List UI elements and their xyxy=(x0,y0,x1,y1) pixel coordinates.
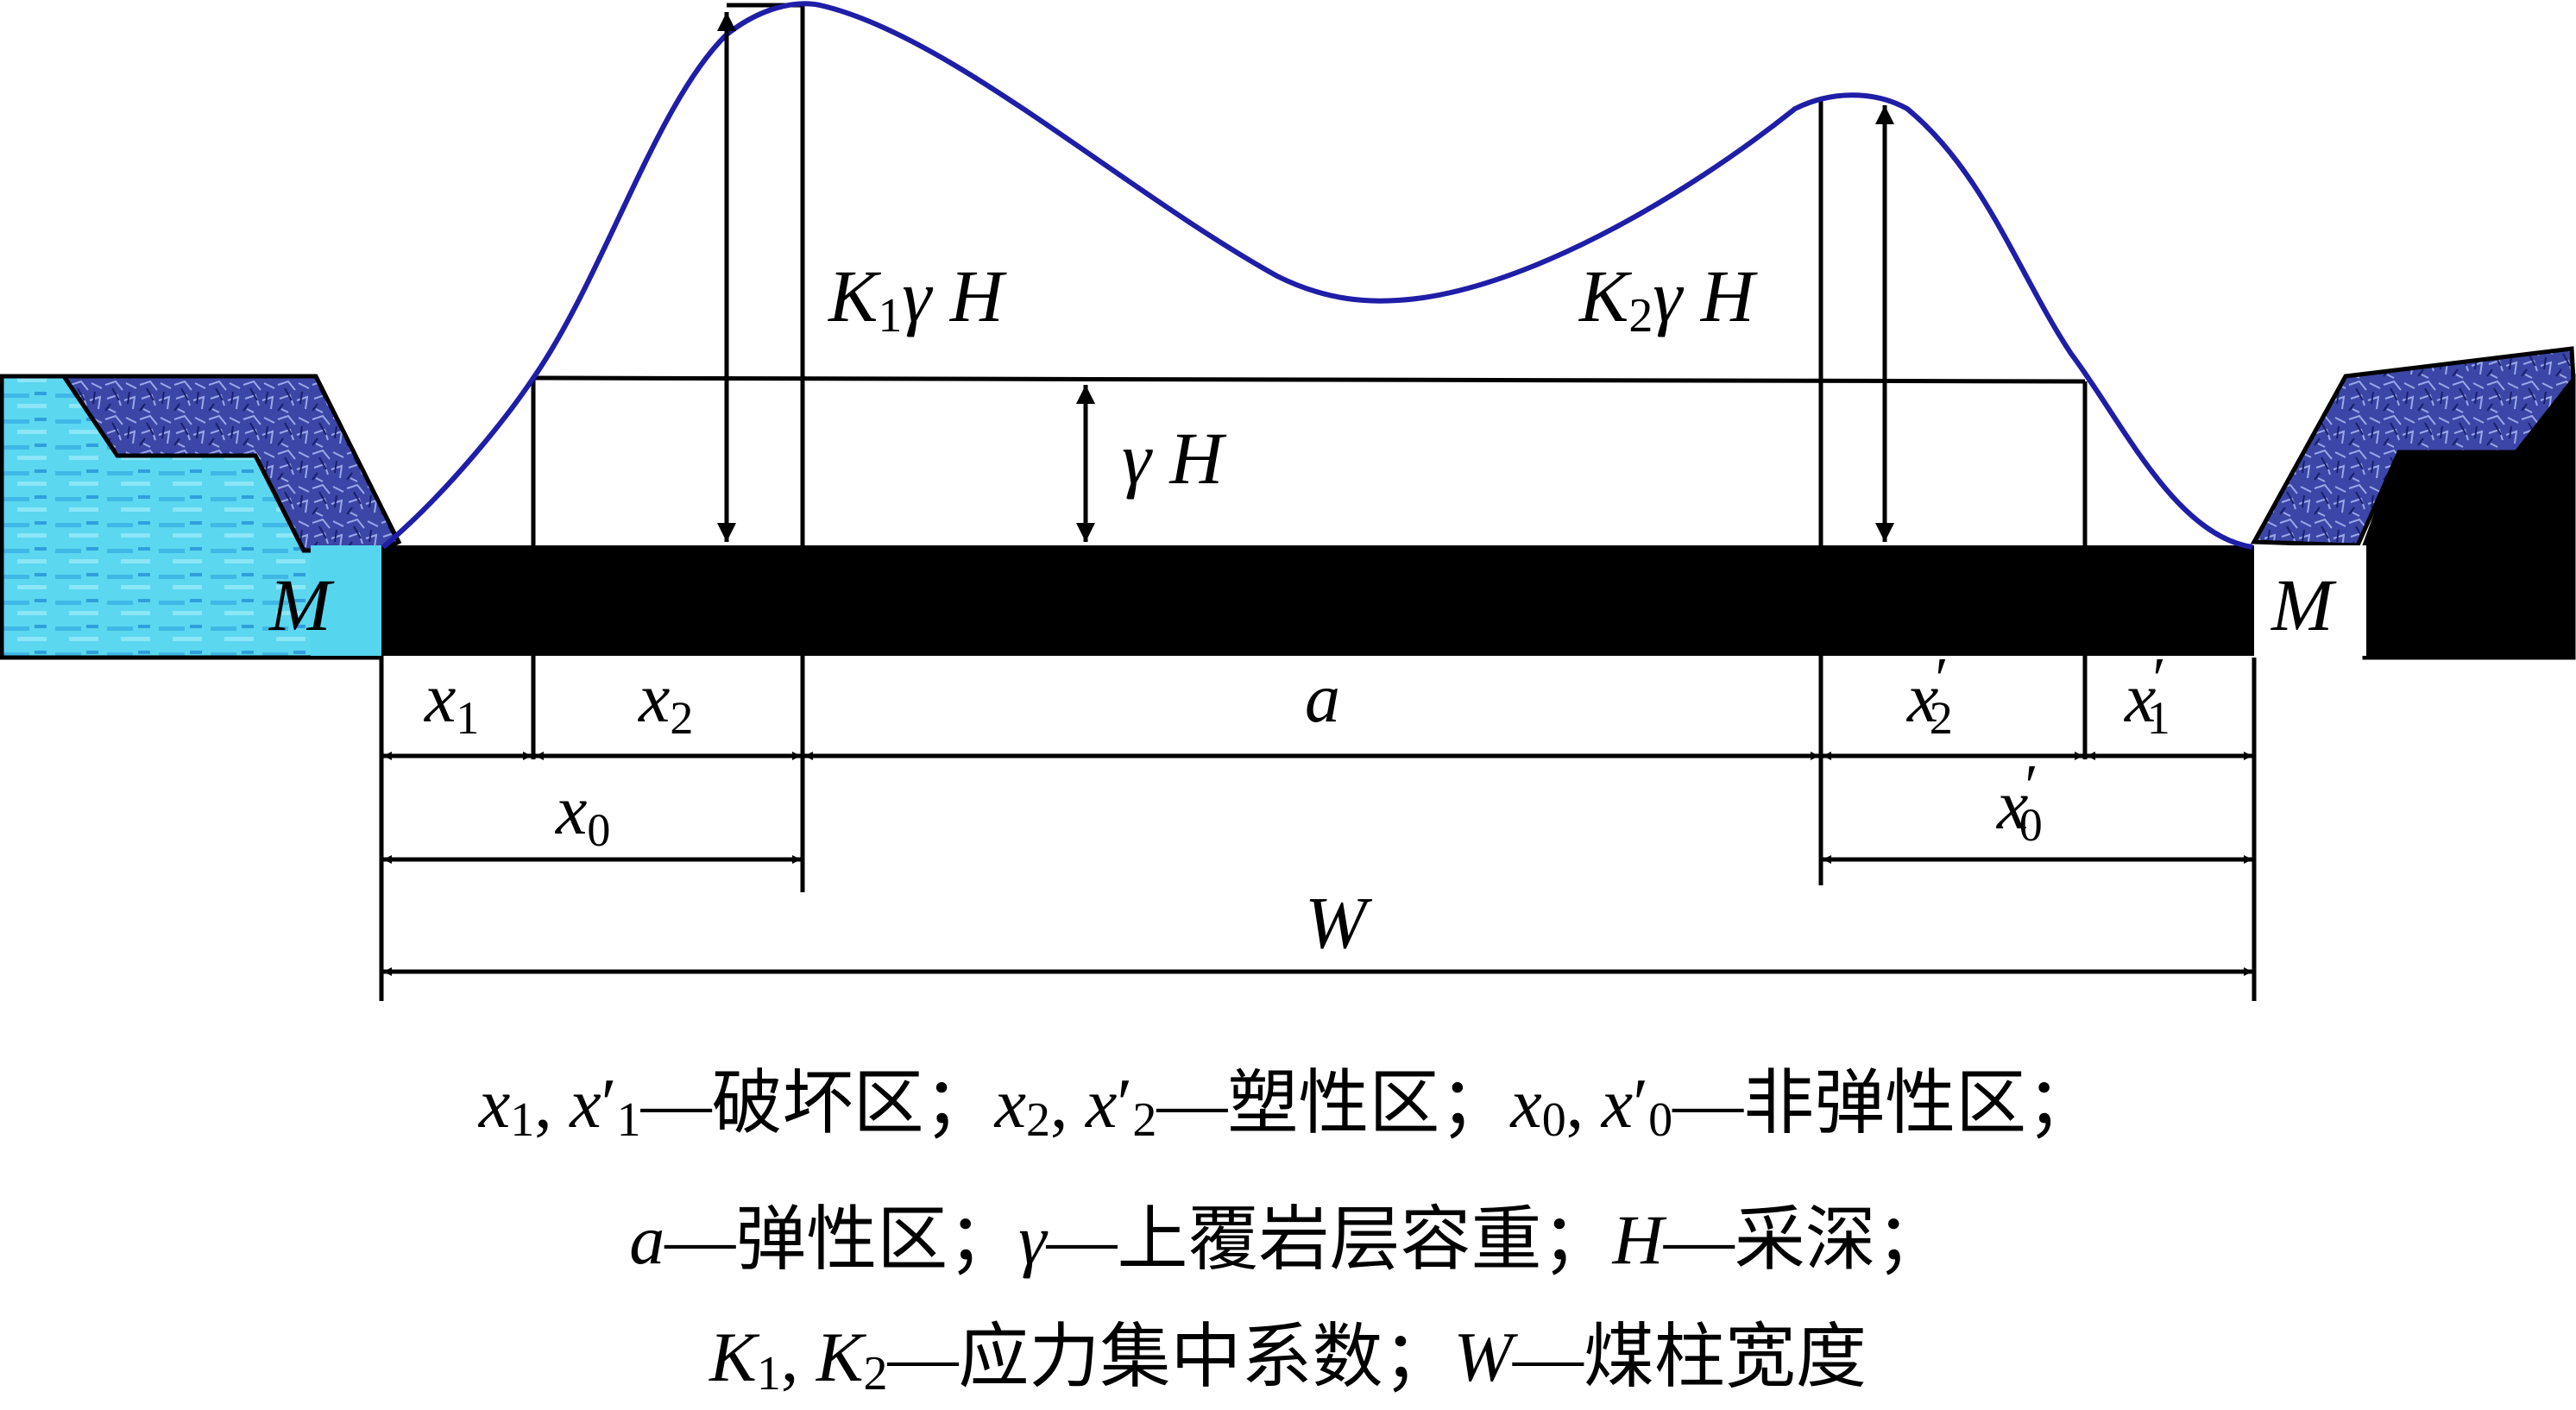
legend-run: K xyxy=(709,1318,757,1396)
label-x1-prime: x′1 xyxy=(2124,646,2170,744)
dimension-arrows xyxy=(383,752,2252,976)
legend-run: , xyxy=(1050,1064,1086,1142)
legend-run: ′ xyxy=(601,1064,617,1142)
original-stress-line xyxy=(532,375,2086,384)
legend-run: x xyxy=(1601,1064,1634,1142)
legend-run: H xyxy=(1612,1200,1664,1279)
pillar-label-box-left xyxy=(311,545,381,656)
legend-run: 2 xyxy=(1132,1093,1157,1147)
legend-run: —破坏区； xyxy=(640,1064,995,1142)
left-goaf-block xyxy=(0,374,402,660)
legend-run: x xyxy=(570,1064,601,1142)
legend-run: —塑性区； xyxy=(1156,1064,1511,1142)
legend-run: K xyxy=(816,1318,864,1396)
legend-run: a xyxy=(629,1200,665,1279)
legend-line-2: a—弹性区；γ—上覆岩层容重；H—采深； xyxy=(0,1205,2576,1275)
legend-run: 1 xyxy=(616,1093,641,1147)
right-goaf-block xyxy=(2250,346,2576,660)
legend-run: 0 xyxy=(1541,1093,1566,1147)
legend-run: ′ xyxy=(1633,1064,1649,1142)
legend-run: 2 xyxy=(1026,1093,1051,1147)
legend-run: 1 xyxy=(510,1093,535,1147)
label-x1: x1 xyxy=(424,658,479,744)
label-w: W xyxy=(1305,881,1373,964)
legend-run: —煤柱宽度 xyxy=(1512,1318,1867,1396)
legend-line-3: K1, K2—应力集中系数；W—煤柱宽度 xyxy=(0,1322,2576,1401)
legend-run: —应力集中系数； xyxy=(887,1318,1454,1396)
legend-run: 0 xyxy=(1648,1093,1673,1147)
stress-curve xyxy=(381,1,2253,550)
stress-arrows xyxy=(717,11,1894,542)
coal-pillar xyxy=(381,545,2254,656)
legend-run: x xyxy=(478,1064,511,1142)
label-gamma-h: γ H xyxy=(1122,417,1226,500)
label-x0: x0 xyxy=(555,771,610,856)
legend-run: —上覆岩层容重； xyxy=(1046,1200,1613,1279)
legend-run: 2 xyxy=(863,1347,888,1401)
legend-run: x xyxy=(1510,1064,1542,1142)
legend-run: ′ xyxy=(1117,1064,1133,1142)
label-x0-prime: x′0 xyxy=(1996,753,2043,851)
legend-run: —非弹性区； xyxy=(1672,1064,2098,1142)
legend-run: , xyxy=(1565,1064,1602,1142)
label-m-left: M xyxy=(268,563,335,646)
label-x2: x2 xyxy=(638,658,693,744)
legend-line-1: x1, x′1—破坏区；x2, x′2—塑性区；x0, x′0—非弹性区； xyxy=(0,1068,2576,1147)
legend-run: W xyxy=(1453,1318,1513,1396)
legend-run: γ xyxy=(1018,1200,1047,1279)
label-k1-gamma-h: K1γ H xyxy=(827,255,1007,343)
legend-run: x xyxy=(994,1064,1027,1142)
legend-run: , xyxy=(780,1318,816,1396)
pillar-label-box-right xyxy=(2254,545,2366,656)
legend-run: —采深； xyxy=(1663,1200,1947,1279)
legend-run: x xyxy=(1086,1064,1118,1142)
legend-run: 1 xyxy=(756,1347,781,1401)
label-a: a xyxy=(1305,658,1340,737)
label-m-right: M xyxy=(2270,563,2337,646)
vertical-reference-lines xyxy=(379,3,2257,1001)
label-k2-gamma-h: K2γ H xyxy=(1578,255,1758,343)
label-x2-prime: x′2 xyxy=(1906,646,1953,744)
legend-run: , xyxy=(534,1064,570,1142)
legend-run: —弹性区； xyxy=(664,1200,1019,1279)
